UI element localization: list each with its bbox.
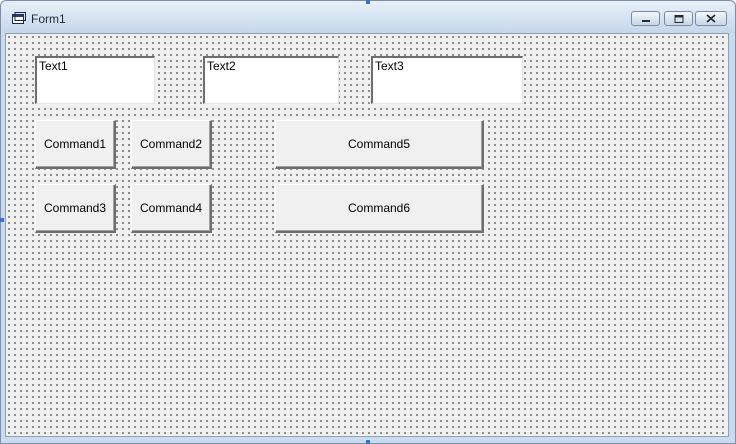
resize-handle-top[interactable] — [366, 0, 370, 4]
resize-handle-left[interactable] — [0, 218, 4, 222]
close-button[interactable] — [695, 11, 727, 26]
minimize-button[interactable] — [631, 11, 660, 26]
maximize-button[interactable] — [664, 11, 693, 26]
window-title: Form1 — [31, 12, 66, 26]
command4-button[interactable]: Command4 — [131, 184, 212, 233]
form-icon — [12, 12, 26, 24]
command2-button[interactable]: Command2 — [131, 120, 212, 169]
close-icon — [706, 14, 716, 23]
form-design-grid[interactable]: Text1 Text2 Text3 Command1 Command2 Comm… — [5, 33, 729, 437]
text3-textbox[interactable]: Text3 — [371, 56, 523, 104]
command5-button[interactable]: Command5 — [275, 120, 484, 169]
title-bar[interactable]: Form1 — [1, 1, 735, 33]
minimize-icon — [641, 19, 650, 22]
command3-button[interactable]: Command3 — [35, 184, 116, 233]
resize-handle-bottom[interactable] — [366, 440, 370, 444]
text2-textbox[interactable]: Text2 — [203, 56, 339, 104]
maximize-icon — [674, 14, 683, 23]
command6-button[interactable]: Command6 — [275, 184, 484, 233]
command1-button[interactable]: Command1 — [35, 120, 116, 169]
text1-textbox[interactable]: Text1 — [35, 56, 155, 104]
